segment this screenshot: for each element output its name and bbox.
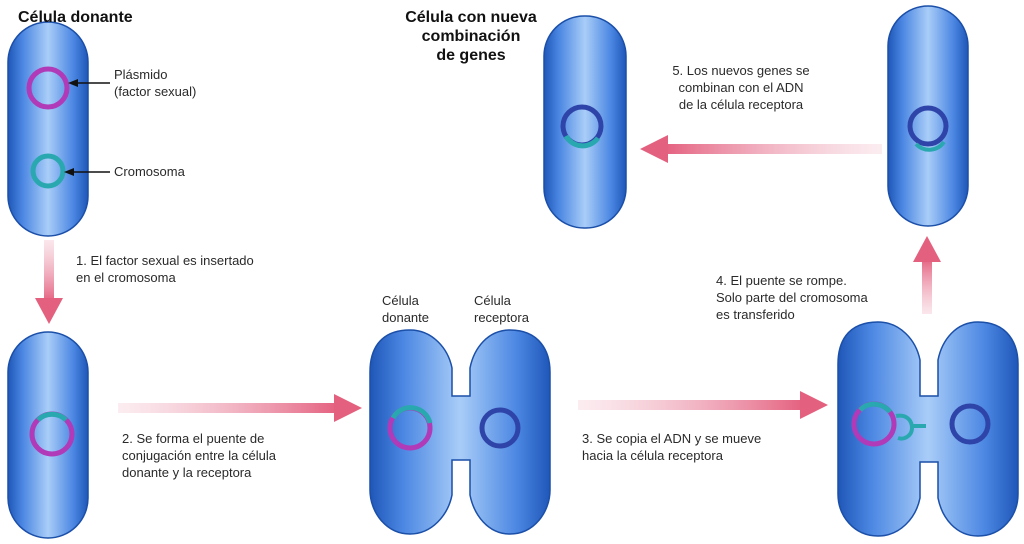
step1-line2: en el cromosoma xyxy=(76,270,176,285)
transferring-pair xyxy=(837,321,1019,537)
step1-arrow xyxy=(35,240,63,324)
step1-text: 1. El factor sexual es insertado en el c… xyxy=(76,252,254,286)
step3-text: 3. Se copia el ADN y se mueve hacia la c… xyxy=(582,430,761,464)
new-cell-title-line2: combinación xyxy=(421,28,521,45)
recipient-cell xyxy=(887,5,969,227)
chromosome-label: Cromosoma xyxy=(114,164,185,179)
pair-recipient-label-line1: Célula xyxy=(474,293,511,308)
step4-arrow xyxy=(913,236,941,314)
chromosome-pointer xyxy=(64,168,110,176)
chromosome-ring xyxy=(30,153,66,189)
pair-donor-label-line2: donante xyxy=(382,310,429,325)
step1-line1: 1. El factor sexual es insertado xyxy=(76,253,254,268)
recombinant-cell xyxy=(543,15,627,229)
plasmid-ring xyxy=(26,66,70,110)
step4-line1: 4. El puente se rompe. xyxy=(716,273,847,288)
step2-line3: donante y la receptora xyxy=(122,465,252,480)
step5-line2: combinan con el ADN xyxy=(678,80,804,95)
donor-cell-title: Célula donante xyxy=(18,9,133,26)
pair-donor-label-line1: Célula xyxy=(382,293,419,308)
donor-cell-integrated xyxy=(7,331,89,539)
step2-text: 2. Se forma el puente de conjugación ent… xyxy=(122,430,276,481)
plasmid-label-line2: (factor sexual) xyxy=(114,84,197,99)
step3-line1: 3. Se copia el ADN y se mueve xyxy=(582,431,762,446)
conjugating-pair xyxy=(369,329,551,535)
step3-line2: hacia la célula receptora xyxy=(582,448,723,463)
plasmid-label: Plásmido (factor sexual) xyxy=(114,66,196,100)
plasmid-label-line1: Plásmido xyxy=(114,67,168,82)
step2-line1: 2. Se forma el puente de xyxy=(122,431,265,446)
step5-line3: de la célula receptora xyxy=(678,97,804,112)
new-cell-title-line1: Célula con nueva xyxy=(405,9,537,26)
new-cell-title-line3: de genes xyxy=(436,47,506,64)
step4-line3: es transferido xyxy=(716,307,795,322)
step5-line1: 5. Los nuevos genes se xyxy=(672,63,810,78)
step2-arrow xyxy=(118,394,362,422)
pair-recipient-label: Célula receptora xyxy=(474,292,529,326)
step2-line2: conjugación entre la célula xyxy=(122,448,276,463)
new-cell-title: Célula con nueva combinación de genes xyxy=(398,8,544,65)
step4-line2: Solo parte del cromosoma xyxy=(716,290,868,305)
donor-cell xyxy=(7,21,89,237)
step4-text: 4. El puente se rompe. Solo parte del cr… xyxy=(716,272,868,323)
step3-arrow xyxy=(578,391,828,419)
pair-donor-label: Célula donante xyxy=(382,292,429,326)
plasmid-pointer xyxy=(68,79,110,87)
step5-text: 5. Los nuevos genes se combinan con el A… xyxy=(646,62,836,113)
pair-recipient-label-line2: receptora xyxy=(474,310,529,325)
step5-arrow xyxy=(640,135,882,163)
